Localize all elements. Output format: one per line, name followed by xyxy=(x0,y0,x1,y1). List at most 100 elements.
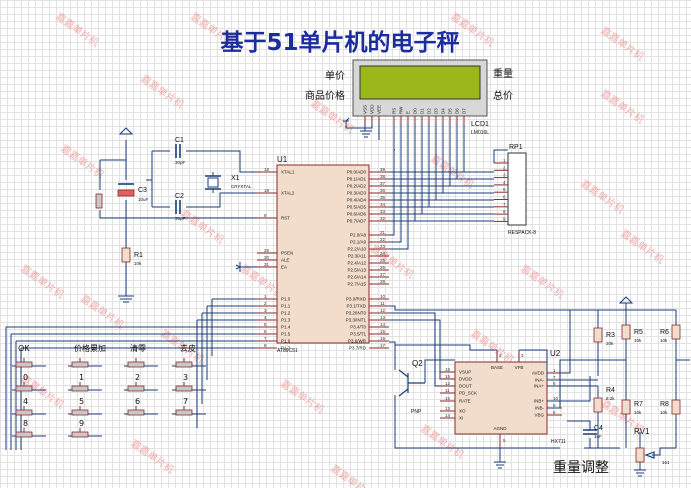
mcu-pin-number: 19 xyxy=(264,167,270,172)
potentiometer-rv1: RV1 161 重量调整 xyxy=(553,427,676,477)
respack-pin-number: 2 xyxy=(503,165,506,170)
adc-pin-number: 1 xyxy=(553,368,556,373)
keypad-key[interactable]: 2 xyxy=(124,373,158,392)
r3-ref: R3 xyxy=(606,332,615,339)
key-cap[interactable] xyxy=(15,361,33,368)
adc-pin-label: INA- xyxy=(535,378,545,383)
adc-pin-number: 12 xyxy=(445,381,451,386)
key-digit-label: 6 xyxy=(135,397,140,406)
key-digit-label: 4 xyxy=(23,397,28,406)
mcu-pin-number: 11 xyxy=(380,301,385,306)
transistor-q2: Q2 PNP xyxy=(389,341,455,420)
mcu-pin-number: 6 xyxy=(264,329,267,334)
clock-ground-rail xyxy=(146,151,153,207)
mcu-pin-label: P3.5/T1 xyxy=(350,332,366,337)
watermark-text: 嘉嘉单片机 xyxy=(128,437,176,476)
r1-ref: R1 xyxy=(134,252,143,259)
mcu-pin-number: 39 xyxy=(380,167,386,172)
key-cap[interactable] xyxy=(15,431,33,438)
watermark-text: 嘉嘉单片机 xyxy=(468,327,516,366)
lcd-label-total-price: 总价 xyxy=(493,89,513,102)
bridge-power-terminal xyxy=(618,296,634,310)
keypad-key[interactable]: 1 xyxy=(68,373,102,392)
keypad-key[interactable] xyxy=(124,358,158,368)
r4-value: 8.2k xyxy=(606,396,615,401)
c1-wire xyxy=(152,150,257,173)
keypad-key[interactable]: 5 xyxy=(68,397,102,416)
key-label-tare: 去皮 xyxy=(180,343,196,353)
mcu-pin-label: P3.0/RXD xyxy=(346,297,367,302)
keypad-key[interactable]: 6 xyxy=(124,397,158,416)
key-cap[interactable] xyxy=(127,409,145,416)
mcu-pin-label: P3.7/RD xyxy=(349,346,367,351)
adc-pin-label: AGND xyxy=(493,426,507,431)
keypad-key[interactable]: 0 xyxy=(12,373,46,392)
key-cap[interactable] xyxy=(71,385,89,392)
adc-u2: VSUP16DVDD15DOUT12PD_SCK11RATE15XO13XI14… xyxy=(395,344,566,448)
watermark-text: 嘉嘉单片机 xyxy=(138,72,186,111)
key-cap[interactable] xyxy=(15,385,33,392)
key-digit-label: 9 xyxy=(79,419,84,428)
key-cap[interactable] xyxy=(71,431,89,438)
watermark-text: 嘉嘉单片机 xyxy=(598,87,646,126)
adc-pin-label: BASE xyxy=(491,365,503,370)
reset-button[interactable] xyxy=(95,193,103,209)
key-cap[interactable] xyxy=(175,361,193,368)
adc-pin-number: 2 xyxy=(499,353,502,358)
key-cap[interactable] xyxy=(175,385,193,392)
key-cap[interactable] xyxy=(127,361,145,368)
keypad-key[interactable]: 8 xyxy=(12,419,46,438)
q2-ref: Q2 xyxy=(412,359,423,368)
lcd-power-terminal xyxy=(343,117,350,122)
crystal-part: CRYSTAL xyxy=(231,184,252,189)
mcu-pin-number: 18 xyxy=(264,188,270,193)
mcu-pin-label: P2.1/A9 xyxy=(350,240,367,245)
c3-value: 10uF xyxy=(138,197,149,202)
mcu-pin-label: P0.7/AD7 xyxy=(347,219,367,224)
reset-circuit: C3 10uF R1 10k xyxy=(95,127,257,303)
crystal-ref: X1 xyxy=(231,175,240,182)
keypad-key[interactable]: 7 xyxy=(172,397,206,416)
keypad-key[interactable]: 4 xyxy=(12,397,46,416)
c3-plate-bottom xyxy=(117,189,135,197)
rv1-wires xyxy=(634,432,676,477)
adc-ground-symbol xyxy=(494,448,506,469)
mcu-pin-number: 24 xyxy=(380,251,386,256)
q2-symbol xyxy=(398,369,425,397)
mcu-ref: U1 xyxy=(277,155,288,164)
q2-base-wire xyxy=(424,359,455,383)
rv1-ref: RV1 xyxy=(634,427,650,436)
ea-power-terminal xyxy=(235,262,257,272)
mcu-pin-label: P3.1/TXD xyxy=(346,304,366,309)
key-cap[interactable] xyxy=(127,385,145,392)
keypad-key[interactable] xyxy=(68,358,102,368)
rv1-caption: 重量调整 xyxy=(553,460,609,476)
mcu-pin-label: P3.4/T0 xyxy=(350,325,366,330)
key-cap[interactable] xyxy=(71,409,89,416)
mcu-pin-number: 26 xyxy=(380,265,386,270)
keypad-key[interactable] xyxy=(12,358,46,368)
keypad-key[interactable] xyxy=(172,358,206,368)
r7-symbol xyxy=(621,399,631,415)
key-cap[interactable] xyxy=(71,361,89,368)
mcu-pin-number: 35 xyxy=(380,195,386,200)
r1-value: 10k xyxy=(134,261,142,266)
mcu-pin-number: 30 xyxy=(264,255,270,260)
respack-ref: RP1 xyxy=(509,144,523,151)
mcu-pin-number: 14 xyxy=(380,322,386,327)
key-cap[interactable] xyxy=(15,409,33,416)
keypad-key[interactable]: 3 xyxy=(172,373,206,392)
keypad-key[interactable]: 9 xyxy=(68,419,102,438)
hx711-power-line xyxy=(389,305,571,374)
lcd-pin-label: E xyxy=(406,111,411,114)
respack-pin-number: 5 xyxy=(503,187,506,192)
rv1-symbol[interactable] xyxy=(635,447,645,463)
mcu-pin-label: ALE xyxy=(281,258,290,263)
mcu-pin-number: 9 xyxy=(264,213,267,218)
key-cap[interactable] xyxy=(175,409,193,416)
mcu-pin-label: XTAL1 xyxy=(281,170,295,175)
lcd-control-wires xyxy=(345,121,402,156)
adc-pin-label: VSUP xyxy=(459,370,471,375)
adc-pin-label: RATE xyxy=(459,399,471,404)
